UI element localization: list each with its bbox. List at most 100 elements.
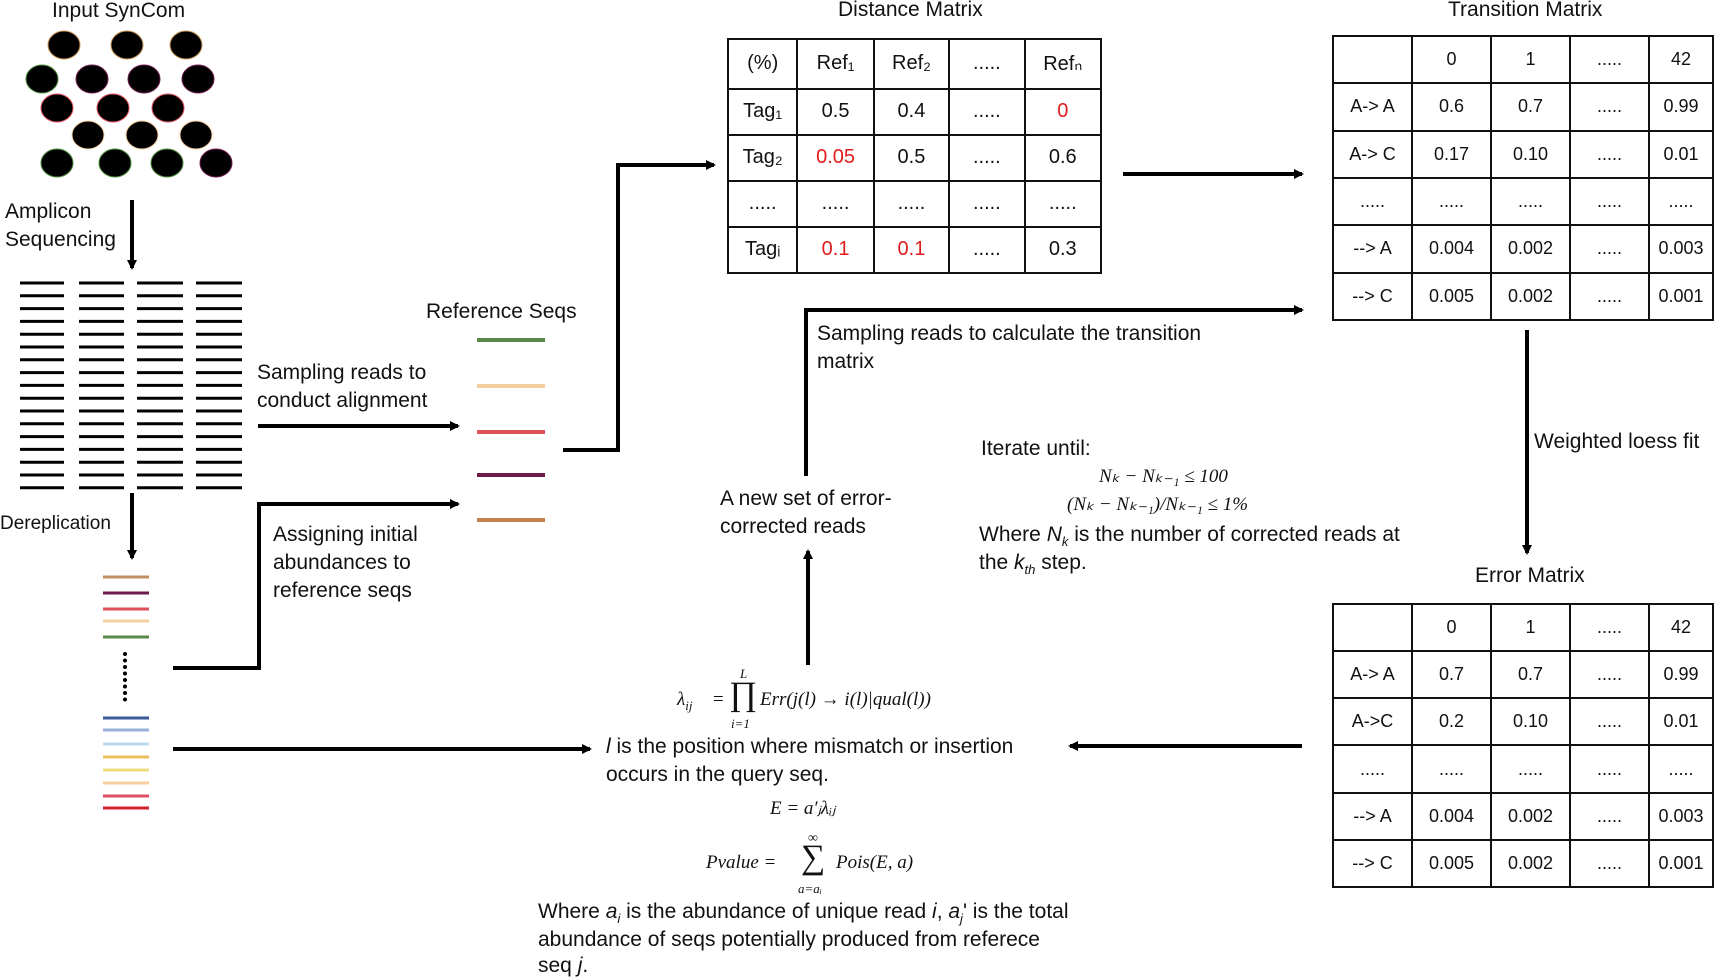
error-matrix-cell: .....	[1490, 744, 1571, 794]
distance-matrix-cell: Tag₁	[726, 87, 799, 136]
distance-matrix-header-cell: .....	[948, 38, 1026, 90]
syncom-circle	[75, 64, 109, 94]
error-matrix-cell: 0.002	[1490, 838, 1571, 889]
lambda-rhs: Err(j(l) → i(l)|qual(l))	[760, 689, 931, 710]
error-matrix-cell: .....	[1569, 744, 1650, 794]
assign-line1: Assigning initial	[273, 523, 418, 546]
transition-matrix-cell: 0.6	[1411, 82, 1492, 132]
error-matrix-cell: 0.003	[1648, 791, 1714, 841]
transition-matrix-cell: 0.005	[1411, 271, 1492, 322]
transition-matrix-header-cell: 0	[1411, 34, 1492, 85]
transition-matrix-cell: 0.10	[1490, 129, 1571, 179]
pvalue-sum-upper: ∞	[808, 831, 818, 846]
transition-matrix-cell: 0.7	[1490, 82, 1571, 132]
transition-matrix-header-cell	[1332, 34, 1413, 85]
transition-matrix-title: Transition Matrix	[1448, 0, 1603, 21]
error-matrix-cell: 0.99	[1648, 650, 1714, 700]
syncom-circle	[199, 148, 233, 178]
distance-matrix-cell: 0.6	[1023, 133, 1103, 182]
iterate-label: Iterate until:	[981, 437, 1091, 460]
error-matrix-cell: 0.004	[1411, 791, 1492, 841]
reference-seq-lines	[477, 338, 545, 522]
transition-matrix-cell: 0.002	[1490, 271, 1571, 322]
derep-dot	[123, 697, 127, 702]
distance-matrix-cell: Tagᵢ	[726, 225, 799, 275]
weighted-loess-label: Weighted loess fit	[1534, 430, 1700, 453]
distance-matrix-cell: 0	[1023, 87, 1103, 136]
syncom-circle	[179, 120, 213, 150]
syncom-circle	[96, 93, 130, 123]
error-matrix-title: Error Matrix	[1475, 564, 1585, 587]
transition-matrix-header-cell: .....	[1569, 34, 1650, 85]
distance-matrix-title: Distance Matrix	[838, 0, 983, 21]
error-matrix-header-cell	[1332, 602, 1413, 653]
pvalue-sum-lower: a=aᵢ	[798, 881, 822, 896]
error-matrix-cell: .....	[1569, 791, 1650, 841]
transition-matrix-cell: .....	[1569, 271, 1650, 322]
derep-dots	[123, 652, 127, 702]
where-nk-line2: the kth step.	[979, 551, 1087, 578]
amplicon-label-line2: Sequencing	[5, 228, 116, 251]
reference-seqs-label: Reference Seqs	[426, 300, 577, 323]
transition-matrix-cell: --> C	[1332, 271, 1413, 322]
pvalue-rhs: Pois(E, a)	[836, 852, 914, 873]
distance-matrix-header-cell: Ref₂	[872, 38, 951, 90]
error-matrix-cell: .....	[1569, 697, 1650, 747]
distance-matrix-cell: .....	[726, 179, 799, 228]
syncom-circle	[181, 64, 215, 94]
transition-matrix-cell: .....	[1490, 176, 1571, 227]
error-matrix-cell: .....	[1332, 744, 1413, 794]
error-matrix-cell: .....	[1648, 744, 1714, 794]
distance-matrix-cell: 0.1	[872, 225, 951, 275]
syncom-circle	[125, 120, 159, 150]
distance-matrix-cell: .....	[1023, 179, 1103, 228]
input-syncom-label: Input SynCom	[52, 0, 186, 22]
expected-value-equation: E = a′ⱼλᵢⱼ	[770, 798, 836, 819]
transition-matrix-cell: --> A	[1332, 224, 1413, 274]
derep-dot	[123, 665, 127, 669]
transition-matrix-cell: .....	[1411, 176, 1492, 227]
transition-matrix-cell: .....	[1569, 129, 1650, 179]
lambda-lhs: λij	[677, 689, 693, 713]
transition-matrix-cell: .....	[1569, 82, 1650, 132]
transition-matrix-cell: A-> A	[1332, 82, 1413, 132]
syncom-circles	[25, 30, 233, 178]
l-position-line2: occurs in the query seq.	[606, 763, 829, 786]
l-position-line1: l is the position where mismatch or inse…	[606, 735, 1014, 758]
error-matrix-cell: .....	[1569, 838, 1650, 889]
transition-matrix-header-cell: 42	[1648, 34, 1714, 85]
syncom-circle	[110, 30, 144, 60]
transition-matrix-cell: .....	[1569, 224, 1650, 274]
sampling-transition-line1: Sampling reads to calculate the transiti…	[817, 322, 1202, 345]
error-matrix-cell: .....	[1569, 650, 1650, 700]
error-matrix-cell: 0.002	[1490, 791, 1571, 841]
arrow-refseqs-to-distance	[563, 160, 716, 452]
where-nk-line1: Where Nk is the number of corrected read…	[979, 523, 1400, 550]
sequencing-reads	[20, 281, 242, 490]
transition-matrix-cell: 0.002	[1490, 224, 1571, 274]
transition-matrix-row: .........................	[1332, 176, 1714, 227]
transition-matrix-header-cell: 1	[1490, 34, 1571, 85]
derep-dot	[123, 658, 127, 663]
derep-dot	[123, 678, 127, 682]
sampling-align-line1: Sampling reads to	[257, 361, 427, 384]
distance-matrix-cell: 0.4	[872, 87, 951, 136]
new-set-line2: corrected reads	[720, 515, 866, 538]
assign-line3: reference seqs	[273, 579, 412, 602]
error-matrix-header-cell: 0	[1411, 602, 1492, 653]
error-matrix-cell: 0.005	[1411, 838, 1492, 889]
distance-matrix-cell: .....	[872, 179, 951, 228]
distance-matrix-cell: 0.5	[872, 133, 951, 182]
distance-matrix-header-cell: (%)	[726, 38, 799, 90]
error-matrix-cell: A-> A	[1332, 650, 1413, 700]
